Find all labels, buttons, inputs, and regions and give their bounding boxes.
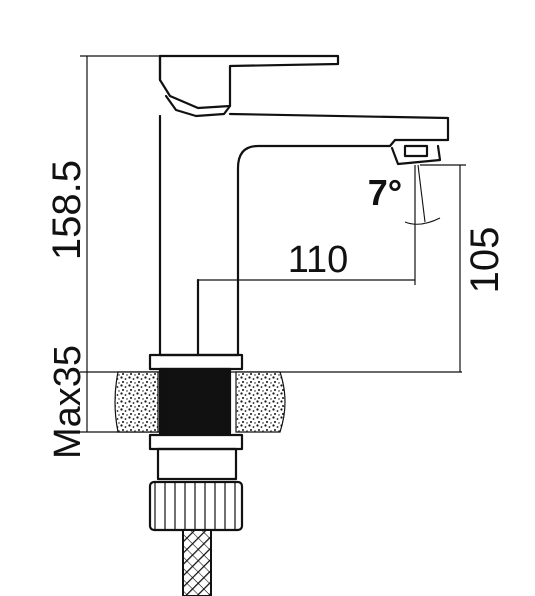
knurled-nut: [148, 480, 244, 532]
mounting-assembly: [148, 353, 244, 596]
spout-reach-label: 110: [288, 239, 349, 281]
washer: [148, 433, 244, 451]
dimension-spout-reach: [198, 165, 416, 285]
fixing-nut: [156, 447, 238, 481]
countertop-right: [235, 371, 286, 433]
spout-angle-label: 7°: [368, 172, 402, 213]
countertop-section: [114, 371, 286, 433]
countertop-left: [114, 371, 159, 433]
braided-hose-icon: [182, 529, 212, 596]
spout-angle-indicator: [404, 164, 441, 225]
faucet-column: [158, 112, 450, 357]
aerator: [390, 144, 442, 166]
total-height-label: 158.5: [45, 160, 89, 260]
lever-handle: [158, 54, 340, 110]
spout-height-label: 105: [463, 227, 507, 294]
faucet-body: [158, 54, 450, 357]
base-flange: [148, 353, 244, 371]
mounting-shank: [159, 368, 231, 434]
dimension-spout-height: [420, 164, 466, 372]
max-deck-thickness-label: Max35: [47, 345, 89, 459]
dimension-total-height: [80, 55, 462, 373]
